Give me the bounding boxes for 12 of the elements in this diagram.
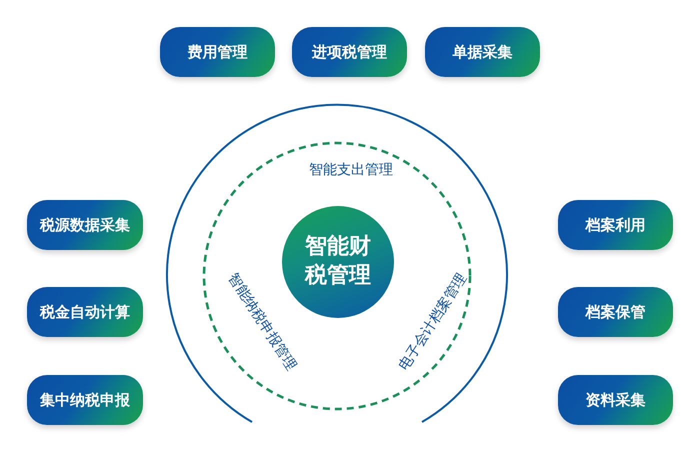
module-box: 档案利用 bbox=[558, 200, 673, 250]
module-box: 档案保管 bbox=[558, 287, 673, 337]
module-box: 进项税管理 bbox=[292, 27, 407, 77]
module-box: 费用管理 bbox=[160, 27, 275, 77]
module-box: 税金自动计算 bbox=[27, 287, 143, 337]
module-box: 税源数据采集 bbox=[27, 200, 143, 250]
module-box: 资料采集 bbox=[558, 375, 673, 425]
module-box: 单据采集 bbox=[425, 27, 540, 77]
ring-label: 电子会计档案管理 bbox=[394, 270, 472, 374]
ring-label: 智能支出管理 bbox=[309, 161, 393, 179]
module-box: 集中纳税申报 bbox=[27, 375, 143, 425]
center-circle: 智能财税管理 bbox=[282, 206, 394, 318]
